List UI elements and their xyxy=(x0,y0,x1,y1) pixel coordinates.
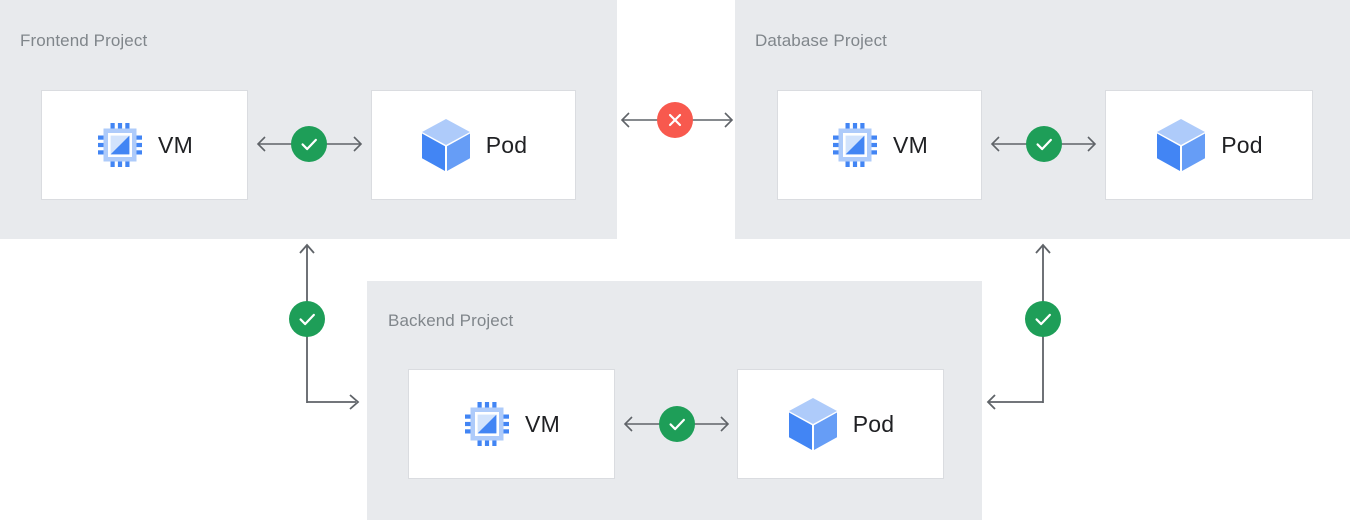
card-backend-vm-label: VM xyxy=(525,411,560,437)
card-database-vm-label: VM xyxy=(893,132,928,158)
pod-cube-icon xyxy=(787,396,839,452)
vm-chip-icon xyxy=(96,121,144,169)
card-database-vm[interactable]: VM xyxy=(777,90,982,200)
status-badge-backend-internal[interactable] xyxy=(659,406,695,442)
status-badge-database-internal[interactable] xyxy=(1026,126,1062,162)
vm-chip-icon xyxy=(831,121,879,169)
card-frontend-vm[interactable]: VM xyxy=(41,90,248,200)
status-badge-backend-database[interactable] xyxy=(1025,301,1061,337)
status-badge-frontend-database[interactable] xyxy=(657,102,693,138)
x-circle-icon xyxy=(665,110,685,130)
card-frontend-pod-label: Pod xyxy=(485,132,528,158)
card-backend-vm[interactable]: VM xyxy=(408,369,615,479)
card-database-pod-label: Pod xyxy=(1221,132,1263,158)
vm-chip-icon xyxy=(463,400,511,448)
card-backend-pod-label: Pod xyxy=(852,411,895,437)
check-circle-icon xyxy=(296,308,318,330)
status-badge-frontend-internal[interactable] xyxy=(291,126,327,162)
check-circle-icon xyxy=(666,413,688,435)
check-circle-icon xyxy=(298,133,320,155)
status-badge-backend-frontend[interactable] xyxy=(289,301,325,337)
panel-frontend-project-title: Frontend Project xyxy=(20,31,148,50)
panel-backend-project-title: Backend Project xyxy=(388,311,514,330)
card-frontend-pod[interactable]: Pod xyxy=(371,90,576,200)
card-backend-pod[interactable]: Pod xyxy=(737,369,944,479)
card-database-pod[interactable]: Pod xyxy=(1105,90,1313,200)
pod-cube-icon xyxy=(1155,117,1207,173)
card-frontend-vm-label: VM xyxy=(158,132,193,158)
check-circle-icon xyxy=(1032,308,1054,330)
check-circle-icon xyxy=(1033,133,1055,155)
pod-cube-icon xyxy=(420,117,472,173)
panel-database-project-title: Database Project xyxy=(755,31,888,50)
